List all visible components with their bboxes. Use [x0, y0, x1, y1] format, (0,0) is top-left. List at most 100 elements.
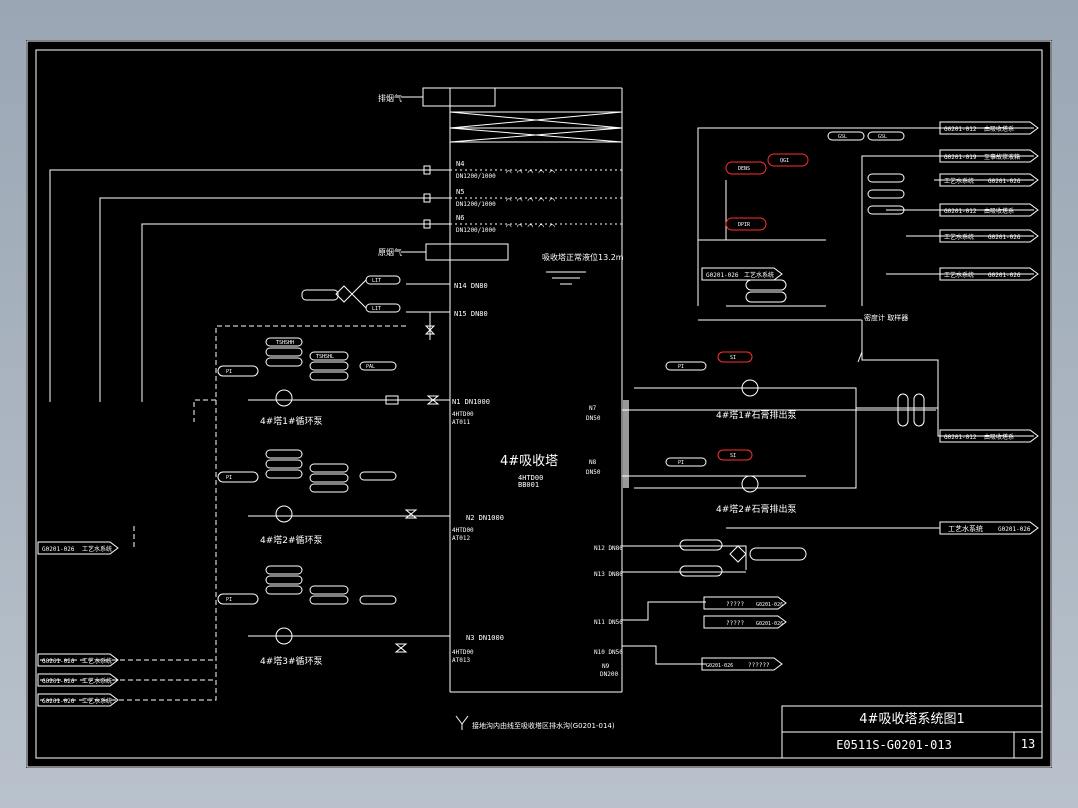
- label-instruments-pi: PI: [678, 364, 684, 370]
- label-instruments-qi: QGI: [780, 158, 789, 164]
- label-nozzles-n9dn: DN200: [600, 671, 618, 678]
- drain-note: 接地沟内由线至吸收塔区排水沟(G0201-014): [472, 721, 615, 730]
- label-offpage-r6t: 工艺水系统: [944, 271, 974, 279]
- label-nozzles-n10: N10 DN50: [594, 649, 623, 656]
- gypsum-pump-2-label: 4#塔2#石膏排出泵: [716, 503, 797, 515]
- tower-tag: 4HTD00: [518, 474, 543, 482]
- lower-right-nozzles: N12 DN80 N13 DN80 N11 DN50 N10 DN50 N9 D…: [594, 539, 807, 678]
- circulation-pump-1: 4#塔1#循环泵 N1 DN1000 4HTD00 AT011 PI TSHSH…: [217, 337, 490, 427]
- label-nozzles-n15: N15 DN80: [454, 310, 488, 318]
- p-and-id-diagram: 4#吸收塔系统图1 E0511S-G0201-013 13 ⌒ ⌒ ⌒ ⌒ ⌒ …: [26, 40, 1052, 768]
- tower-tag2: BB001: [518, 481, 539, 489]
- label-nozzles-dn_spray: DN1200/1000: [456, 173, 496, 180]
- label-nozzles-dn_spray: DN1200/1000: [456, 227, 496, 234]
- label-offpage-r4t: 由吸收塔系: [984, 207, 1014, 215]
- label-nozzles-n7dn: DN50: [586, 415, 601, 422]
- gypsum-pump-1-label: 4#塔1#石膏排出泵: [716, 409, 797, 421]
- tower-flange-strip: [623, 400, 629, 488]
- gas-inlet-box: [425, 243, 509, 261]
- label-instruments-lit: LIT: [372, 278, 381, 284]
- label-instruments-tshl: TSHSHL: [316, 354, 334, 360]
- label-offpage-l1: G0201-026: [42, 546, 75, 553]
- drawing-number: E0511S-G0201-013: [836, 738, 952, 752]
- gypsum-pump-1: SI PI 4#塔1#石膏排出泵 N7 DN50: [586, 351, 936, 422]
- pump-2-label: 4#塔2#循环泵: [260, 534, 323, 546]
- label-instruments-gsl: GSL: [838, 134, 847, 140]
- pump-1-label: 4#塔1#循环泵: [260, 415, 323, 427]
- label-offpage-r3: G0201-026: [988, 178, 1021, 185]
- label-offpage-l5t: 工艺水系统: [744, 271, 774, 279]
- label-instruments-pi: PI: [226, 597, 232, 603]
- gypsum-discharge: [796, 387, 857, 489]
- label-nozzles-n13: N13 DN80: [594, 571, 623, 578]
- level-instrument-group: N14 DN80 N15 DN80 LIT LIT: [301, 275, 488, 340]
- outer-frame: [26, 40, 1052, 768]
- label-nozzles-n8dn: DN50: [586, 469, 601, 476]
- label-instruments-pi: PI: [226, 369, 232, 375]
- label-offpage-l4: G0201-026: [42, 698, 75, 705]
- label-offpage-l3: G0201-026: [42, 678, 75, 685]
- label-nozzles-at011: AT011: [452, 419, 470, 426]
- label-nozzles-n2: N2 DN1000: [466, 514, 504, 522]
- label-nozzles-n14: N14 DN80: [454, 282, 488, 290]
- label-instruments-si: SI: [730, 453, 736, 459]
- pump-3-label: 4#塔3#循环泵: [260, 655, 323, 667]
- label-offpage-r2: G0201-019: [944, 154, 977, 161]
- label-offpage-r7: G0201-012: [944, 434, 977, 441]
- label-offpage-l1t: 工艺水系统: [82, 545, 112, 553]
- absorber-tower: ⌒ ⌒ ⌒ ⌒ ⌒ ⌒ ⌒ ⌒ ⌒ ⌒ ⌒ ⌒ ⌒ ⌒ ⌒ 吸收塔正常液位13.…: [449, 87, 624, 693]
- label-offpage-r5: G0201-026: [988, 234, 1021, 241]
- label-nozzles-tag3: 4HTD00: [452, 649, 474, 656]
- sampler-label: 密度计 取样器: [864, 313, 908, 322]
- label-offpage-l2: G0201-026: [42, 658, 75, 665]
- label-nozzles-n6: N6: [456, 214, 464, 222]
- label-nozzles-n3: N3 DN1000: [466, 634, 504, 642]
- title-block: 4#吸收塔系统图1 E0511S-G0201-013 13: [781, 705, 1043, 759]
- label-instruments-gsl: GSL: [878, 134, 887, 140]
- label-nozzles-at012: AT012: [452, 535, 470, 542]
- svg-text:⌒ ⌒ ⌒ ⌒ ⌒: ⌒ ⌒ ⌒ ⌒ ⌒: [506, 196, 555, 206]
- label-instruments-dpir: DPIR: [738, 222, 751, 228]
- label-instruments-lit: LIT: [372, 306, 381, 312]
- label-offpage-r5t: 工艺水系统: [944, 233, 974, 241]
- level-note: 吸收塔正常液位13.2m: [542, 252, 624, 262]
- label-offpage-r1t: 由吸收塔系: [984, 125, 1014, 133]
- label-offpage-q3t: ??????: [748, 662, 770, 669]
- label-nozzles-n4: N4: [456, 160, 464, 168]
- label-offpage-r8: G0201-026: [998, 526, 1031, 533]
- label-offpage-r1: G0201-012: [944, 126, 977, 133]
- label-nozzles-n1: N1 DN1000: [452, 398, 490, 406]
- right-top-network: DENS QGI DPIR GSL GSL 密度计 取样器: [697, 127, 1034, 437]
- inner-frame: [35, 49, 1043, 759]
- left-offpage: G0201-026 工艺水系统 G0201-026 工艺水系统 G0201-02…: [37, 541, 119, 707]
- svg-text:⌒ ⌒ ⌒ ⌒ ⌒: ⌒ ⌒ ⌒ ⌒ ⌒: [506, 168, 555, 178]
- label-nozzles-n9: N9: [602, 663, 610, 670]
- gas-inlet-label: 原烟气: [378, 247, 402, 257]
- label-nozzles-at013: AT013: [452, 657, 470, 664]
- label-instruments-pi: PI: [226, 475, 232, 481]
- gas-outlet-label: 排烟气: [378, 93, 402, 103]
- label-offpage-l4t: 工艺水系统: [82, 697, 112, 705]
- label-offpage-r4: G0201-012: [944, 208, 977, 215]
- spray-headers: N4 N5 N6 DN1200/1000 DN1200/1000 DN1200/…: [49, 160, 496, 402]
- label-nozzles-n12: N12 DN80: [594, 545, 623, 552]
- label-instruments-pal: PAL: [366, 364, 375, 370]
- process-water-left: [40, 325, 406, 701]
- circulation-pump-3: 4#塔3#循环泵 N3 DN1000 4HTD00 AT013 PI: [217, 565, 504, 667]
- label-nozzles-n5: N5: [456, 188, 464, 196]
- label-nozzles-tag1: 4HTD00: [452, 411, 474, 418]
- label-offpage-r7t: 由吸收塔系: [984, 433, 1014, 441]
- circulation-pump-2: 4#塔2#循环泵 N2 DN1000 4HTD00 AT012 PI: [217, 449, 504, 546]
- tower-name: 4#吸收塔: [500, 454, 558, 469]
- gypsum-pump-2: SI PI 4#塔2#石膏排出泵 N8 DN50: [586, 449, 806, 515]
- drawing-title: 4#吸收塔系统图1: [859, 712, 964, 727]
- drawing-sheet: 4#吸收塔系统图1 E0511S-G0201-013 13 ⌒ ⌒ ⌒ ⌒ ⌒ …: [26, 40, 1052, 768]
- label-offpage-r3t: 工艺水系统: [944, 177, 974, 185]
- label-nozzles-n8: N8: [589, 459, 597, 466]
- label-offpage-q1: ?????: [726, 601, 744, 608]
- label-offpage-r6: G0201-026: [988, 272, 1021, 279]
- label-nozzles-n7: N7: [589, 405, 597, 412]
- gas-outlet-box: [422, 87, 496, 107]
- label-offpage-q3: G0201-026: [706, 663, 733, 669]
- sheet-number: 13: [1021, 737, 1035, 751]
